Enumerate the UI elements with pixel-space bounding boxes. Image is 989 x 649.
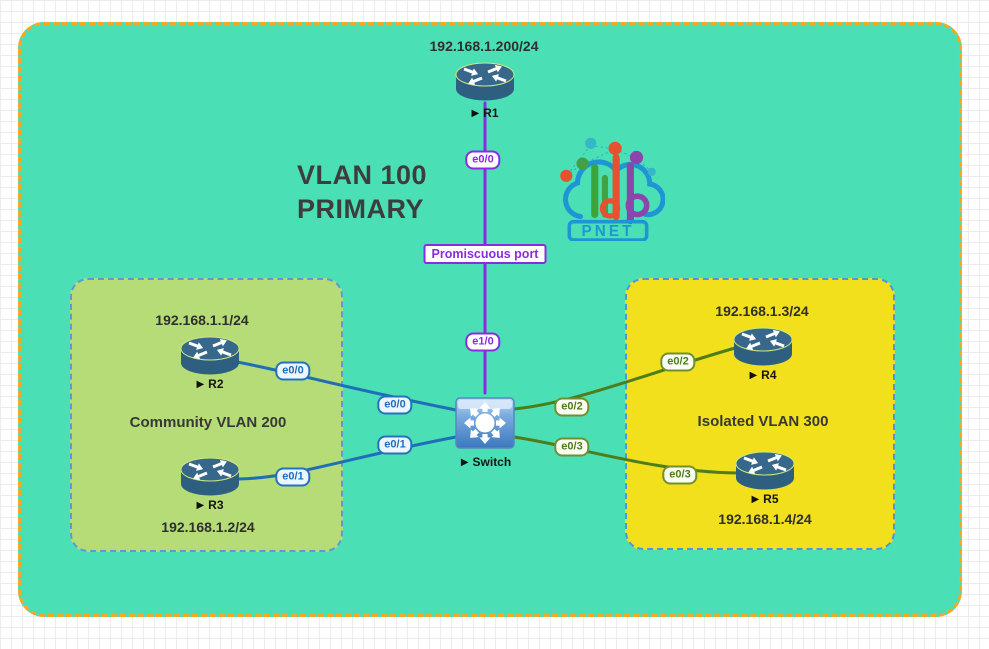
link-r2-switch[interactable] [235,360,458,412]
r2-ip-label: 192.168.1.1/24 [155,312,249,328]
r5-port-label: e0/3 [662,465,698,485]
r2-node-label: ▶ R2 [196,377,223,391]
promiscuous-port-label: Promiscuous port [423,244,547,264]
r4-ip-label: 192.168.1.3/24 [715,303,809,319]
r3-node-label: ▶ R3 [196,498,223,512]
isolated-zone-title: Isolated VLAN 300 [697,413,829,430]
r5-node-name: R5 [763,492,779,506]
node-play-icon: ▶ [460,456,469,468]
r2-node-name: R2 [208,377,224,391]
r4-node-label: ▶ R4 [749,368,776,382]
r5-router-icon[interactable] [734,450,796,494]
logo-node-purple-icon [629,150,644,165]
switch-e0-3-port-label: e0/3 [554,437,590,457]
r1-router-icon[interactable] [454,61,516,105]
primary-vlan-title-line2: PRIMARY [297,194,425,224]
isolated-vlan300-zone[interactable] [625,278,895,550]
pnet-logo: PNET [560,137,665,241]
community-zone-title: Community VLAN 200 [129,414,287,431]
logo-node-green-icon [576,157,589,170]
r1-node-name: R1 [483,106,499,120]
r3-node-name: R3 [208,498,224,512]
primary-vlan-title: VLAN 100 PRIMARY [297,158,427,226]
link-r5-switch[interactable] [512,435,739,475]
primary-vlan-title-line1: VLAN 100 [297,160,428,190]
r5-node-label: ▶ R5 [751,492,778,506]
r3-ip-label: 192.168.1.2/24 [161,519,255,535]
switch-e0-1-port-label: e0/1 [377,435,413,455]
node-play-icon: ▶ [751,493,760,505]
r1-ip-label: 192.168.1.200/24 [429,38,539,54]
switch-node-name: Switch [472,455,512,469]
logo-node-teal-icon [585,137,597,149]
switch-e0-0-port-label: e0/0 [377,395,413,415]
link-r3-switch[interactable] [236,435,458,481]
r4-router-icon[interactable] [732,326,794,370]
community-vlan200-zone[interactable] [70,278,343,552]
node-play-icon: ▶ [749,369,758,381]
switch-e0-2-port-label: e0/2 [554,397,590,417]
r3-port-label: e0/1 [275,467,311,487]
switch-node-label: ▶ Switch [461,455,511,469]
node-play-icon: ▶ [196,378,205,390]
r4-node-name: R4 [761,368,777,382]
link-r4-switch[interactable] [512,346,737,411]
r1-node-label: ▶ R1 [471,106,498,120]
r3-router-icon[interactable] [179,456,241,500]
node-play-icon: ▶ [196,499,205,511]
logo-brand-text: PNET [582,223,635,240]
r2-port-label: e0/0 [275,361,311,381]
logo-node-orange-icon [560,169,573,182]
r5-ip-label: 192.168.1.4/24 [718,511,812,527]
r1-port-label: e0/0 [465,150,501,170]
logo-node-red-icon [608,141,622,155]
node-play-icon: ▶ [471,107,480,119]
r4-port-label: e0/2 [660,352,696,372]
switch-e1-0-port-label: e1/0 [465,332,501,352]
r2-router-icon[interactable] [179,335,241,379]
switch-icon[interactable] [453,392,517,452]
